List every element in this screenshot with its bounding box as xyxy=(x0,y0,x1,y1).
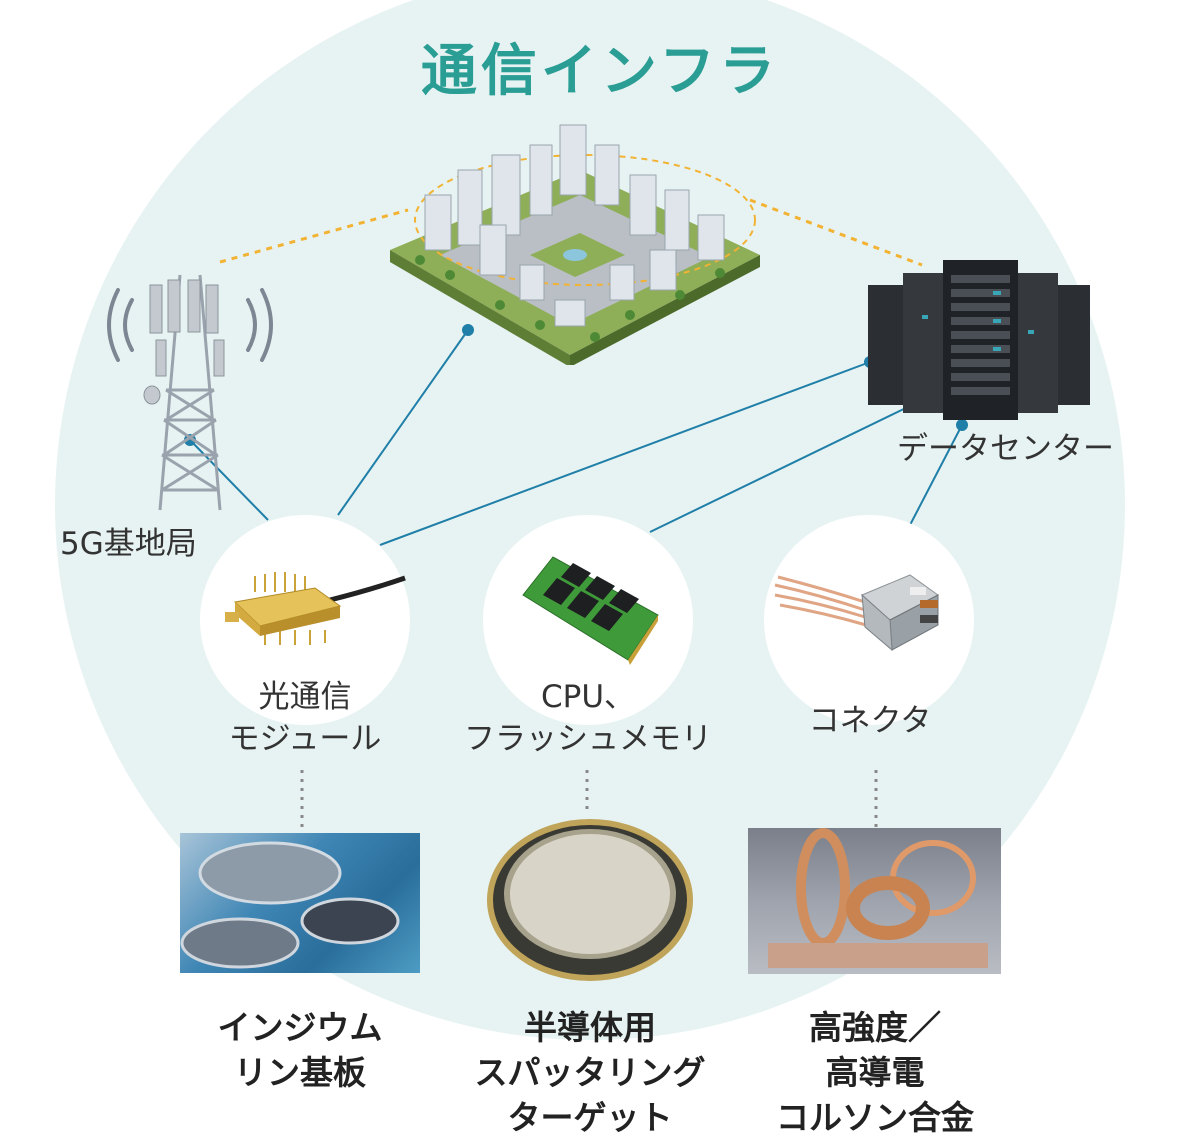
copper-alloy-photo xyxy=(748,828,1001,974)
label-data-center: データセンター xyxy=(897,431,1114,467)
link-dc-cpu xyxy=(649,404,913,533)
label-inp-line1: インジウム xyxy=(217,1008,383,1047)
diagram-title: 通信インフラ xyxy=(420,39,780,104)
link-dc-module xyxy=(379,361,871,546)
label-copper-line2: 高導電 xyxy=(825,1053,925,1092)
label-cpu-line1: CPU、 xyxy=(540,679,636,715)
label-sputter-line1: 半導体用 xyxy=(524,1008,656,1047)
label-copper-line1: 高強度／ xyxy=(809,1008,941,1047)
dot-city xyxy=(462,324,474,336)
label-copper-line3: コルソン合金 xyxy=(776,1098,974,1137)
link-city-module xyxy=(337,329,469,516)
connector-icon xyxy=(774,574,939,652)
link-dc-connector xyxy=(909,424,963,526)
label-sputter-line2: スパッタリング xyxy=(474,1053,706,1092)
inp-wafer-photo xyxy=(180,833,420,973)
optical-module-icon xyxy=(225,572,406,645)
label-5g-base-station: 5G基地局 xyxy=(60,526,197,562)
memory-module-icon xyxy=(522,556,659,665)
label-connector: コネクタ xyxy=(808,703,932,739)
label-inp-line2: リン基板 xyxy=(234,1053,366,1092)
link-tower-module xyxy=(189,439,269,521)
city-icon xyxy=(390,124,760,365)
sputter-target-photo xyxy=(487,819,693,981)
label-optical-module-line2: モジュール xyxy=(228,721,382,757)
dashed-line-left xyxy=(219,208,409,264)
label-cpu-line2: フラッシュメモリ xyxy=(464,721,712,757)
tower-icon xyxy=(107,274,273,511)
server-rack-icon xyxy=(868,260,1090,420)
label-optical-module-line1: 光通信 xyxy=(258,679,352,715)
label-sputter-line3: ターゲット xyxy=(507,1098,673,1137)
